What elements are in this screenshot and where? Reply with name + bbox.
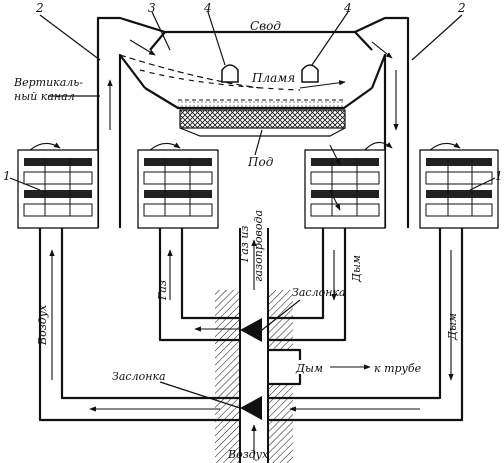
label-flame: Пламя (251, 71, 295, 85)
left-channel-outer (96, 16, 166, 228)
outer-smoke-flue (268, 228, 464, 422)
leader-lines (9, 11, 496, 409)
outer-air-flue-inner (60, 228, 240, 400)
leader-damper-top (261, 299, 301, 331)
metal-bath (178, 100, 344, 108)
leader-4-left (207, 11, 226, 66)
callout-2-left: 2 (35, 1, 44, 15)
label-air-left: Воздух (36, 304, 49, 346)
label-vertical-channel-line2: ный канал (14, 90, 75, 103)
label-smoke-far: Дым (446, 313, 459, 341)
label-gas: Газ (156, 280, 169, 301)
hearth-bed (179, 109, 346, 129)
callout-1-left: 1 (3, 169, 11, 183)
label-damper-bottom: Заслонка (112, 370, 166, 383)
port-left-icon (221, 64, 239, 83)
callout-1-right: 1 (495, 169, 503, 183)
hearth-bottom (179, 127, 346, 137)
leader-hearth (254, 129, 263, 156)
leader-2-left (39, 14, 101, 61)
callout-3: 3 (148, 1, 156, 15)
regen-arrow (429, 142, 461, 151)
label-gas-from-pipe-line2: газопровода (252, 210, 265, 282)
regenerator-right-outer (419, 149, 499, 229)
callout-2-right: 2 (457, 1, 466, 15)
masonry-left (215, 290, 240, 463)
label-smoke-right: Дым (350, 255, 363, 283)
regen-arrow (364, 141, 393, 151)
masonry-right (268, 290, 293, 350)
regenerator-right-inner (304, 149, 386, 229)
leader-2-right (411, 14, 463, 61)
flame-streak (139, 69, 301, 91)
leader-1-right (469, 177, 496, 191)
label-vertical-channel-line1: Вертикаль- (13, 76, 83, 89)
leader-1-left (9, 177, 41, 191)
label-to-chimney: к трубе (374, 362, 422, 375)
label-roof: Свод (250, 19, 281, 33)
text-labels: Свод Пламя Под Вертикаль- ный канал Газ … (3, 1, 503, 461)
regenerator-left-outer (17, 149, 99, 229)
smoke-flue-outer (268, 228, 347, 342)
left-channel-arrow (129, 39, 156, 56)
vertical-channels (96, 16, 410, 228)
regen-arrow (329, 189, 341, 211)
damper-bottom-icon (240, 396, 262, 420)
leader-damper-bottom (159, 381, 241, 409)
regen-arrow (149, 142, 181, 151)
chimney-branch (268, 374, 302, 386)
label-smoke-out: Дым (295, 362, 323, 375)
label-damper-top: Заслонка (292, 286, 346, 299)
gas-flue-outer (158, 228, 240, 342)
callout-4-left: 4 (203, 1, 212, 15)
leader-4-right (311, 11, 349, 66)
masonry-right-low (268, 384, 293, 463)
regen-arrow (329, 144, 341, 166)
leader-3 (151, 11, 171, 51)
right-channel-outer (354, 16, 410, 228)
right-channel-arrow (371, 41, 393, 59)
label-gas-from-pipe-line1: Газ из (238, 226, 251, 263)
chimney-branch (268, 348, 302, 360)
lower-flues (38, 228, 464, 422)
outer-smoke-flue-inner (268, 228, 442, 400)
callout-4-right: 4 (343, 1, 352, 15)
regenerator-left-inner (137, 149, 219, 229)
central-shaft (215, 228, 293, 463)
damper-top-icon (240, 318, 262, 342)
left-channel-inner (118, 53, 146, 228)
regenerators (17, 141, 499, 229)
label-hearth: Под (247, 155, 274, 169)
label-air-bottom: Воздух (227, 448, 269, 461)
furnace-chamber (119, 30, 373, 137)
regen-arrow (29, 142, 61, 151)
outer-air-flue (38, 228, 240, 422)
roof-vault (149, 30, 373, 51)
port-right-icon (301, 64, 319, 83)
flame-arrow (299, 80, 346, 89)
